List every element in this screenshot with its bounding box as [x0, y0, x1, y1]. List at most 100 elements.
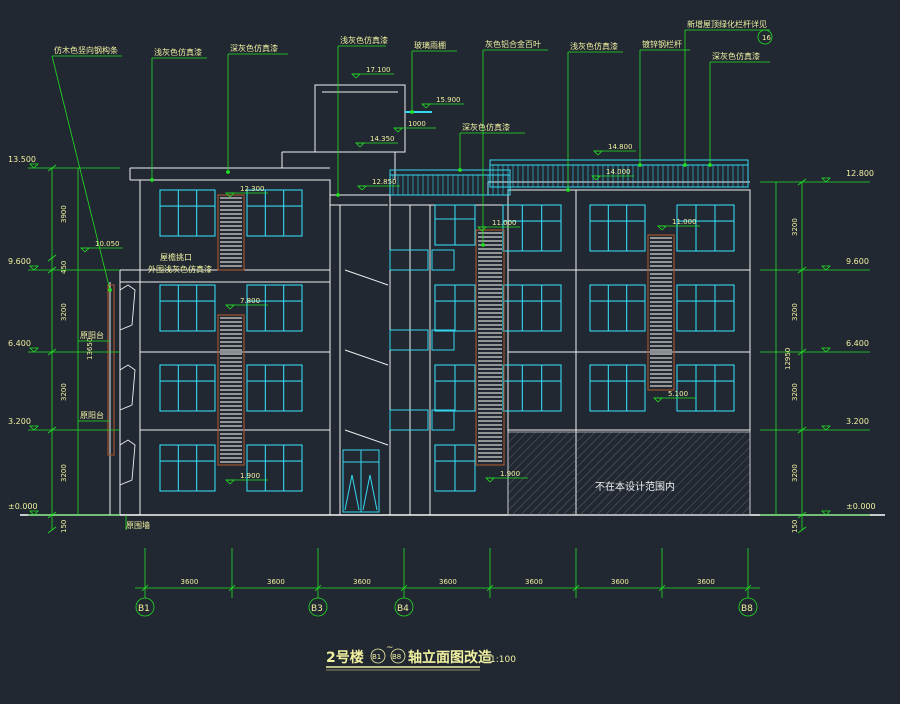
- dim-right: 3200: [791, 218, 799, 236]
- elev-mark: 1.900: [500, 470, 520, 478]
- window: [246, 444, 303, 492]
- dimension-lines: [28, 163, 870, 617]
- annotation-a10: 深灰色仿真漆: [712, 51, 760, 61]
- elev-mark: 11.000: [672, 218, 697, 226]
- dim-left: 3200: [60, 383, 68, 401]
- level-left: ±0.000: [8, 502, 38, 511]
- dim-right: 3200: [791, 383, 799, 401]
- annotation-a3: 深灰色仿真漆: [230, 43, 278, 53]
- level-right: 9.600: [846, 257, 869, 266]
- elev-mark: 17.100: [366, 66, 391, 74]
- level-left: 13.500: [8, 155, 36, 164]
- title-axis-b: B8: [392, 653, 401, 661]
- level-left: 6.400: [8, 339, 31, 348]
- window: [502, 364, 562, 412]
- dim-bottom: 3600: [267, 578, 285, 586]
- elev-mark: 12.300: [240, 185, 265, 193]
- level-right: 6.400: [846, 339, 869, 348]
- dim-bottom: 3600: [439, 578, 457, 586]
- axis-label: B4: [397, 604, 409, 614]
- dim-right: 3200: [791, 464, 799, 482]
- annotation-a7: 浅灰色仿真漆: [570, 41, 618, 51]
- level-right: ±0.000: [846, 502, 876, 511]
- window: [159, 444, 216, 492]
- annotation-a4: 浅灰色仿真漆: [340, 35, 388, 45]
- not-in-scope-label: 不在本设计范围内: [595, 480, 675, 493]
- annotation-a5: 玻璃雨棚: [414, 40, 446, 50]
- louvre: [647, 234, 675, 391]
- window: [246, 189, 303, 237]
- building-outline: [109, 84, 751, 516]
- elev-mark: 14.800: [608, 143, 633, 151]
- louvre: [217, 314, 245, 466]
- elev-mark: 5.100: [668, 390, 688, 398]
- annotation-a2: 浅灰色仿真漆: [154, 47, 202, 57]
- window: [159, 284, 216, 332]
- annotation-a6: 灰色铝合金百叶: [485, 39, 541, 49]
- elev-mark: 14.350: [370, 135, 395, 143]
- level-right: 12.800: [846, 169, 874, 178]
- louvre: [217, 194, 245, 271]
- dim-bottom: 3600: [697, 578, 715, 586]
- elev-mark: 11.000: [492, 219, 517, 227]
- dim-bottom: 3600: [353, 578, 371, 586]
- not-in-scope-hatch: [507, 431, 751, 516]
- left-balconies: [119, 284, 136, 486]
- detail-ref: 16: [762, 34, 771, 42]
- dim-left-total: 13650: [86, 338, 94, 360]
- timber-strip: [107, 284, 115, 456]
- level-left: 9.600: [8, 257, 31, 266]
- dim-left: 3200: [60, 303, 68, 321]
- dim-left: 3200: [60, 464, 68, 482]
- window: [246, 284, 303, 332]
- window: [159, 189, 216, 237]
- window: [676, 284, 735, 332]
- window: [159, 364, 216, 412]
- title-axis-a: B1: [372, 653, 381, 661]
- elev-mark: 15.900: [436, 96, 461, 104]
- annotation-a13: 外围浅灰色仿真漆: [148, 264, 212, 274]
- title-main: 2号楼: [326, 649, 364, 666]
- elev-mark: 14.000: [606, 168, 631, 176]
- window: [589, 204, 646, 252]
- dim-bottom: 3600: [611, 578, 629, 586]
- annotation-a12: 屋檐挑口: [160, 252, 192, 262]
- elev-mark: 12.850: [372, 178, 397, 186]
- dim-bottom: 3600: [181, 578, 199, 586]
- windows-group: [159, 189, 735, 492]
- axis-bubble: [308, 597, 328, 617]
- entrance-door: [342, 449, 380, 513]
- level-left: 3.200: [8, 417, 31, 426]
- dim-bottom: 3600: [525, 578, 543, 586]
- annotation-a1: 仿木色竖向钢构条: [54, 45, 118, 55]
- title-tilde: ~: [386, 643, 394, 653]
- window: [676, 364, 735, 412]
- elev-mark: 10.050: [95, 240, 120, 248]
- annotation-a14: 原阳台: [80, 330, 104, 340]
- annotation-a15: 原阳台: [80, 410, 104, 420]
- louvre: [475, 229, 505, 466]
- annotation-a9: 新增屋顶绿化栏杆详见: [687, 19, 767, 29]
- axis-label: B8: [741, 604, 753, 614]
- axis-label: B1: [138, 604, 150, 614]
- balcony-railings: [389, 249, 455, 431]
- annotation-a16: 原围墙: [126, 520, 150, 530]
- axis-bubble: [394, 597, 414, 617]
- window: [589, 364, 646, 412]
- axis-label: B3: [311, 604, 323, 614]
- title-suffix: 轴立面图改造: [408, 649, 492, 666]
- dim-right: 3200: [791, 303, 799, 321]
- window: [676, 204, 735, 252]
- louvre-panels: [217, 194, 675, 466]
- elev-mark: 7.800: [240, 297, 260, 305]
- dim-left: 3900: [60, 205, 68, 223]
- window: [502, 204, 562, 252]
- window: [502, 284, 562, 332]
- axis-bubble: [135, 597, 155, 617]
- level-right: 3.200: [846, 417, 869, 426]
- elev-mark: 1000: [408, 120, 426, 128]
- window: [246, 364, 303, 412]
